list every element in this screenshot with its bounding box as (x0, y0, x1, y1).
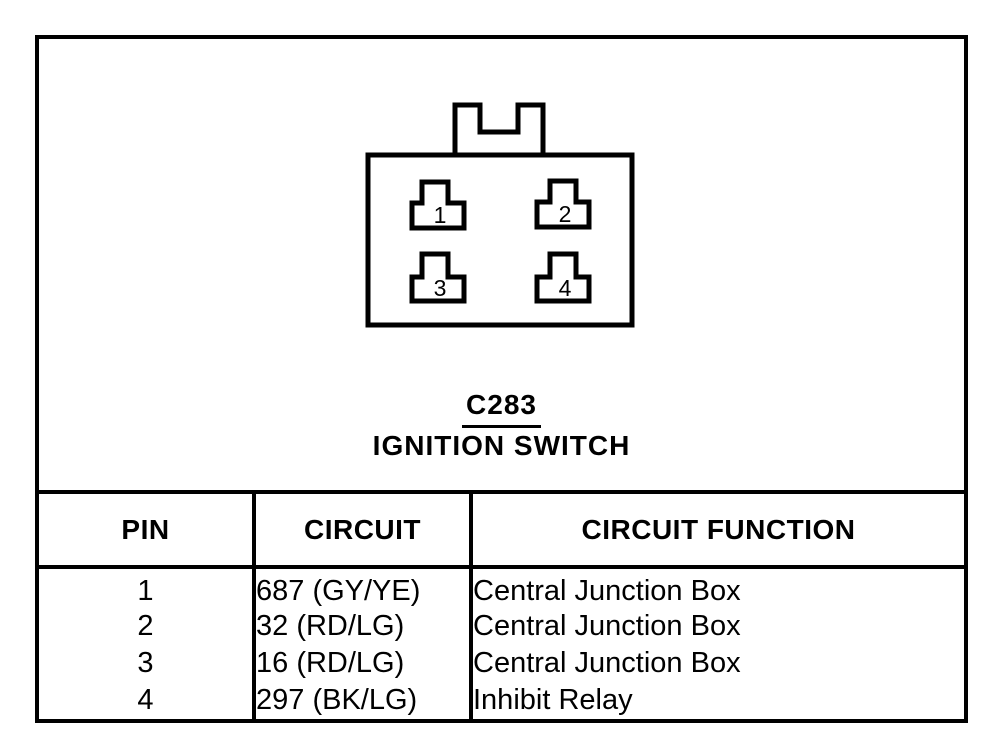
connector-drawing-area: 1 2 3 4 C283 IGNITION SWITCH (39, 39, 964, 490)
circuit-cell: 687 (GY/YE) (254, 567, 473, 608)
pin-1-number: 1 (434, 202, 447, 228)
circuit-function-column-header: CIRCUIT FUNCTION (471, 492, 964, 569)
pin-2-shape (534, 178, 592, 230)
pin-3-number: 3 (434, 275, 447, 301)
connector-id-label: C283 (462, 389, 541, 428)
circuit-cell: 32 (RD/LG) (254, 608, 473, 645)
connector-id-label-row: C283 (39, 389, 964, 428)
circuit-function-cell: Central Junction Box (471, 608, 964, 645)
pin-4-shape (534, 251, 592, 304)
circuit-cell: 297 (BK/LG) (254, 682, 473, 719)
circuit-function-cell: Central Junction Box (471, 645, 964, 682)
pin-table-header-row: PIN CIRCUIT CIRCUIT FUNCTION (39, 492, 964, 569)
circuit-function-cell: Central Junction Box (471, 567, 964, 608)
pin-column-header: PIN (39, 492, 256, 569)
pin-1-shape (409, 179, 467, 231)
pin-4-number: 4 (559, 275, 572, 301)
pin-number-cell: 4 (39, 682, 256, 719)
connector-figure-frame: 1 2 3 4 C283 IGNITION SWITCH PIN CIRCUIT… (35, 35, 968, 723)
connector-body-shape (365, 152, 635, 328)
table-row: 1 687 (GY/YE) Central Junction Box (39, 567, 964, 608)
pin-number-cell: 1 (39, 567, 256, 608)
pin-number-cell: 2 (39, 608, 256, 645)
table-row: 4 297 (BK/LG) Inhibit Relay (39, 682, 964, 719)
pin-number-cell: 3 (39, 645, 256, 682)
connector-top-tab-shape (452, 102, 546, 155)
connector-name-label: IGNITION SWITCH (372, 430, 631, 461)
circuit-cell: 16 (RD/LG) (254, 645, 473, 682)
table-row: 3 16 (RD/LG) Central Junction Box (39, 645, 964, 682)
connector-diagram: 1 2 3 4 (365, 102, 635, 328)
table-row: 2 32 (RD/LG) Central Junction Box (39, 608, 964, 645)
pin-3-shape (409, 251, 467, 304)
circuit-column-header: CIRCUIT (254, 492, 473, 569)
pin-table: PIN CIRCUIT CIRCUIT FUNCTION 1 687 (GY/Y… (39, 490, 964, 719)
pin-2-number: 2 (559, 201, 572, 227)
circuit-function-cell: Inhibit Relay (471, 682, 964, 719)
